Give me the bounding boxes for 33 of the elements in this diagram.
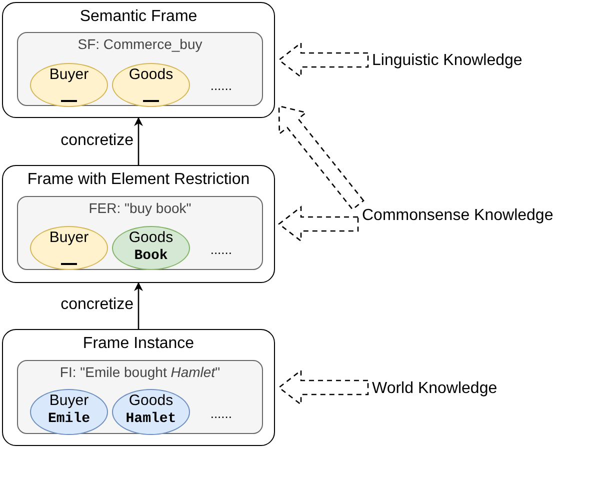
frame-box <box>2 329 275 446</box>
hollow-arrow <box>278 206 359 242</box>
ellipsis: ...... <box>210 406 232 421</box>
element-value: Hamlet <box>126 410 176 428</box>
frame-panel <box>17 32 263 106</box>
frame-panel <box>17 196 263 270</box>
frame-panel <box>17 360 263 434</box>
knowledge-heading: Commonsense Knowledge <box>362 205 577 227</box>
element-value: Book <box>134 247 168 265</box>
element-role: Goods <box>128 66 174 84</box>
frame-name: FER: "buy book" <box>88 200 192 216</box>
arrow <box>134 117 143 165</box>
hollow-arrow <box>278 369 369 406</box>
hollow-arrow <box>278 105 364 210</box>
frame-name: FI: "Emile bought Hamlet" <box>58 364 222 380</box>
element-role: Buyer <box>49 229 89 247</box>
frame-name: SF: Commerce_buy <box>76 36 204 52</box>
ellipsis: ...... <box>210 78 232 93</box>
element-role: Goods <box>128 392 174 410</box>
hollow-arrow <box>278 42 369 78</box>
element-role: Goods <box>128 229 174 247</box>
frame-box <box>2 2 275 118</box>
frame-title: Semantic Frame <box>78 8 198 26</box>
frame-title: Frame with Element Restriction <box>26 171 251 189</box>
element-role: Buyer <box>49 392 89 410</box>
knowledge-heading: Linguistic Knowledge <box>372 50 547 72</box>
knowledge-heading: World Knowledge <box>372 378 522 400</box>
ellipsis: ...... <box>210 242 232 257</box>
element-role: Buyer <box>49 66 89 84</box>
frame-box <box>2 165 275 283</box>
frame-title: Frame Instance <box>82 335 196 353</box>
element-value: Emile <box>48 410 90 428</box>
arrow <box>134 282 143 329</box>
